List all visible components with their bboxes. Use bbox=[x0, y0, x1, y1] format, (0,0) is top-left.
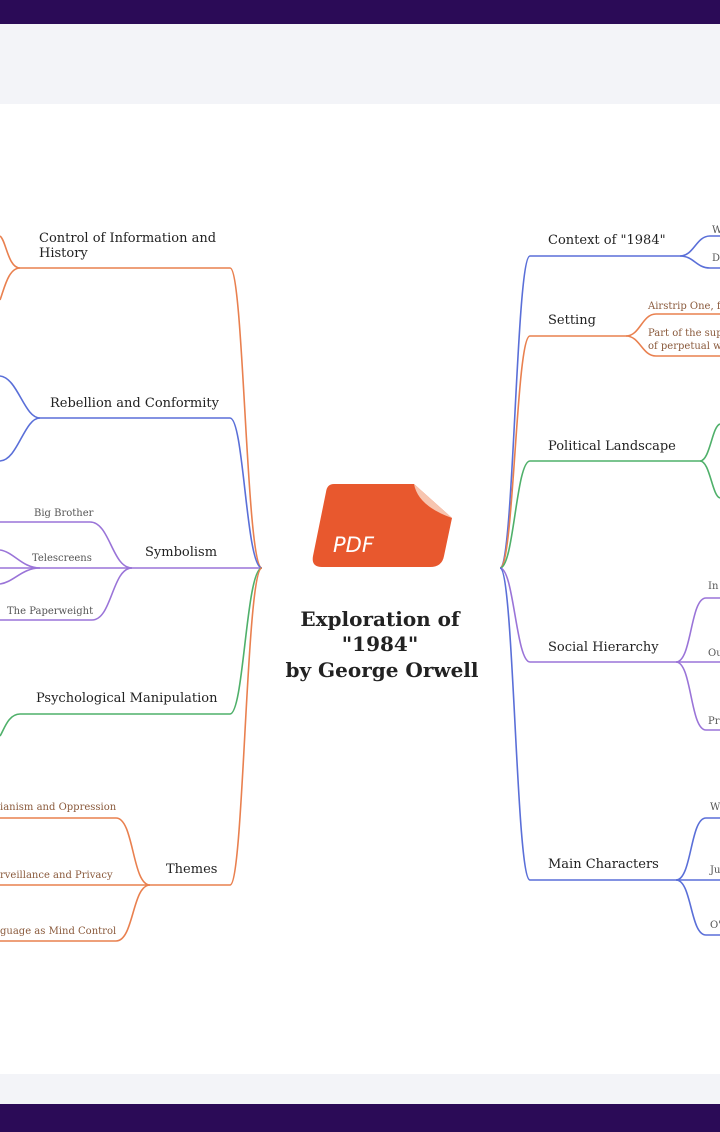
pdf-badge-text: PDF bbox=[333, 533, 375, 557]
leaf-big-brother: Big Brother bbox=[34, 508, 94, 519]
leaf-social-in: In bbox=[708, 581, 719, 592]
connector-setting bbox=[499, 335, 626, 569]
branch-rebellion: Rebellion and Conformity bbox=[50, 396, 220, 411]
connector-telescreens-sub2 bbox=[0, 567, 41, 585]
connector-characters-1 bbox=[675, 817, 720, 881]
branch-characters: Main Characters bbox=[548, 857, 659, 872]
connector-political-2 bbox=[699, 460, 720, 499]
connector-theme-3 bbox=[0, 884, 151, 942]
leaf-context-w: W bbox=[712, 225, 720, 236]
leaf-theme-surveillance: rveillance and Privacy bbox=[0, 870, 113, 881]
branch-control-line-2: History bbox=[39, 246, 88, 261]
central-title-line-2: "1984" bbox=[342, 632, 419, 656]
connector-big-brother bbox=[0, 521, 133, 569]
connector-social-1 bbox=[675, 597, 720, 663]
connector-social-3 bbox=[675, 661, 720, 731]
branch-political: Political Landscape bbox=[548, 439, 676, 454]
branch-psychological: Psychological Manipulation bbox=[36, 691, 218, 706]
connector-themes bbox=[150, 567, 263, 886]
leaf-setting-part-line-2: of perpetual w bbox=[648, 341, 720, 352]
connector-political-1 bbox=[699, 423, 720, 462]
leaf-social-ou: Ou bbox=[708, 648, 720, 659]
mindmap-canvas bbox=[0, 104, 720, 1074]
branch-symbolism: Symbolism bbox=[145, 545, 217, 560]
leaf-theme-oppression: ianism and Oppression bbox=[0, 802, 117, 813]
connector-rebellion-sub bbox=[0, 417, 41, 462]
connector-context-w bbox=[679, 235, 720, 257]
connector-political bbox=[499, 460, 700, 569]
top-frame-band bbox=[0, 0, 720, 24]
connector-context-d bbox=[679, 255, 720, 269]
pdf-file-icon: PDF bbox=[312, 484, 452, 567]
branch-social: Social Hierarchy bbox=[548, 640, 659, 655]
leaf-social-pr: Pr bbox=[708, 716, 720, 727]
connector-setting-1 bbox=[625, 313, 720, 337]
central-title-line-3: by George Orwell bbox=[285, 658, 478, 682]
leaf-characters-o: O' bbox=[710, 920, 720, 931]
bottom-frame-band bbox=[0, 1104, 720, 1132]
leaf-context-d: D bbox=[712, 253, 720, 264]
leaf-characters-ju: Ju bbox=[709, 865, 720, 876]
connector-theme-1 bbox=[0, 817, 151, 886]
central-title-line-1: Exploration of bbox=[300, 607, 461, 631]
connector-control-sub bbox=[0, 267, 21, 301]
leaf-setting-part-line-1: Part of the sup bbox=[648, 328, 720, 339]
connector-characters-3 bbox=[675, 879, 720, 936]
connector-characters bbox=[499, 567, 676, 881]
branch-control-line-1: Control of Information and bbox=[39, 231, 216, 246]
connector-setting-2 bbox=[625, 335, 720, 357]
branch-setting: Setting bbox=[548, 313, 596, 328]
connector-control bbox=[0, 235, 263, 569]
connector-context bbox=[499, 255, 680, 569]
header-band bbox=[0, 24, 720, 104]
connector-paperweight bbox=[0, 567, 133, 621]
leaf-theme-language: guage as Mind Control bbox=[0, 926, 116, 937]
connector-psychological bbox=[0, 567, 263, 737]
connector-rebellion bbox=[0, 375, 263, 569]
leaf-characters-w: W bbox=[710, 802, 720, 813]
branch-themes: Themes bbox=[166, 862, 217, 877]
connector-social bbox=[499, 567, 676, 663]
leaf-paperweight: The Paperweight bbox=[7, 606, 93, 617]
leaf-telescreens: Telescreens bbox=[32, 553, 92, 564]
footer-band bbox=[0, 1074, 720, 1104]
leaf-setting-airstrip: Airstrip One, f bbox=[647, 301, 720, 312]
branch-context: Context of "1984" bbox=[548, 233, 666, 248]
